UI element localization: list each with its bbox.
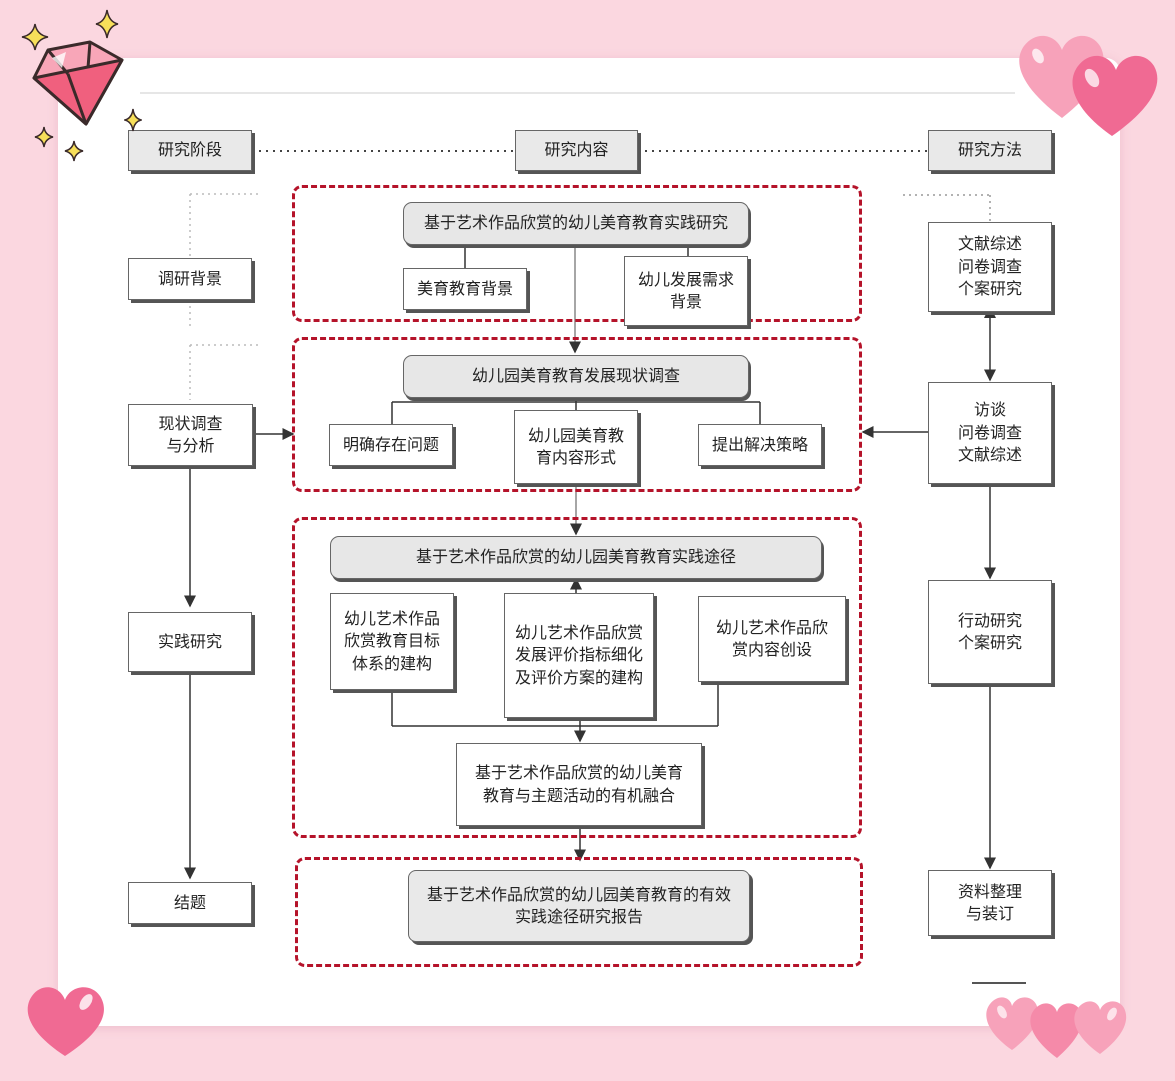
stage-conclusion: 结题 — [128, 882, 252, 924]
sparkle-icon — [124, 108, 142, 132]
stage-practice: 实践研究 — [128, 612, 252, 672]
sparkle-icon — [64, 140, 84, 162]
r3-evaluation-index: 幼儿艺术作品欣赏 发展评价指标细化 及评价方案的建构 — [504, 593, 654, 718]
r3-goal-system: 幼儿艺术作品 欣赏教育目标 体系的建构 — [330, 593, 454, 690]
r2-propose-strategies: 提出解决策略 — [698, 424, 822, 466]
r2-identify-problems: 明确存在问题 — [329, 424, 453, 466]
r1-title: 基于艺术作品欣赏的幼儿美育教育实践研究 — [403, 202, 749, 245]
r2-content-forms: 幼儿园美育教 育内容形式 — [514, 410, 638, 484]
region-status-survey — [292, 337, 862, 492]
heart-icon — [27, 987, 104, 1056]
header-research-method: 研究方法 — [928, 130, 1052, 171]
stage-background: 调研背景 — [128, 258, 252, 300]
method-group-2: 访谈 问卷调查 文献综述 — [928, 382, 1052, 484]
r3-content-creation: 幼儿艺术作品欣 赏内容创设 — [698, 596, 846, 682]
sparkle-icon — [95, 9, 119, 39]
method-group-4: 资料整理 与装订 — [928, 870, 1052, 936]
header-research-stage: 研究阶段 — [128, 130, 252, 171]
heart-icon — [1019, 35, 1158, 136]
r3-title: 基于艺术作品欣赏的幼儿园美育教育实践途径 — [330, 536, 822, 579]
r2-title: 幼儿园美育教育发展现状调查 — [403, 355, 749, 398]
method-group-3: 行动研究 个案研究 — [928, 580, 1052, 684]
r1-child-development-needs: 幼儿发展需求 背景 — [624, 256, 748, 326]
sparkle-icon — [34, 126, 54, 148]
sparkle-icon — [21, 23, 49, 51]
heart-icon — [986, 997, 1127, 1058]
r4-final-report: 基于艺术作品欣赏的幼儿园美育教育的有效 实践途径研究报告 — [408, 870, 750, 942]
stage-survey-analysis: 现状调查 与分析 — [128, 404, 253, 466]
gem-icon — [32, 40, 124, 126]
region-practice-path — [292, 517, 862, 838]
region-research-background — [292, 185, 862, 322]
r1-aesthetic-background: 美育教育背景 — [403, 268, 527, 310]
method-group-1: 文献综述 问卷调查 个案研究 — [928, 222, 1052, 312]
region-final-report — [295, 857, 863, 967]
header-research-content: 研究内容 — [515, 130, 638, 171]
r3-theme-integration: 基于艺术作品欣赏的幼儿美育 教育与主题活动的有机融合 — [456, 743, 702, 826]
